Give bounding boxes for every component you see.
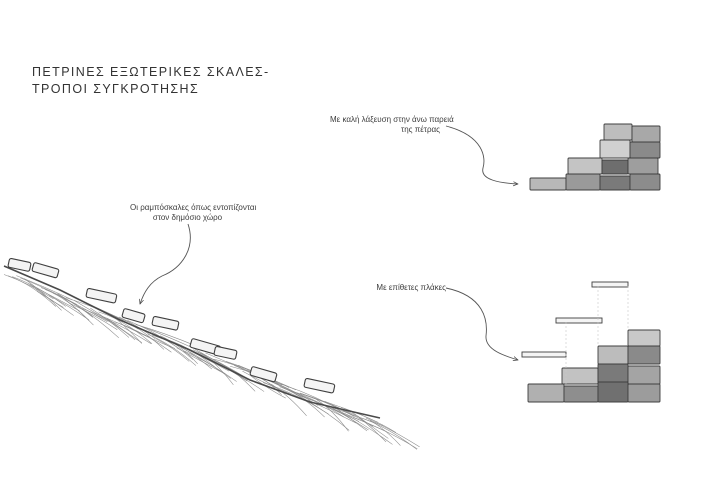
annotation-line: της πέτρας (401, 125, 440, 134)
stone-block (529, 177, 567, 191)
stone-block (603, 123, 633, 141)
annotation-line: στον δημόσιο χώρο (152, 213, 223, 222)
stone-block (597, 345, 629, 365)
ramp-ground-line (3, 265, 381, 419)
stone-block (627, 365, 661, 385)
stone-block (627, 345, 661, 365)
stone-block (527, 383, 565, 403)
hatch-stroke (36, 290, 74, 316)
overlaid-slab (591, 281, 629, 288)
stone-block (567, 157, 603, 175)
ramp-stairs-drawing (3, 257, 420, 450)
hatch-stroke (16, 275, 73, 301)
hatch-stroke (28, 283, 64, 308)
hatch-stroke (73, 299, 115, 324)
stone-block (565, 173, 601, 191)
stone-block (597, 381, 629, 403)
ramp-slab (7, 257, 32, 272)
hatch-stroke (160, 335, 198, 364)
hatch-stroke (291, 390, 345, 418)
hatch-stroke (353, 417, 418, 450)
annotation-dressed-top-face: Με καλή λάξευση στην άνω παρειά της πέτρ… (330, 115, 454, 135)
hatch-stroke (24, 278, 62, 311)
ramp-slab (151, 315, 180, 331)
hatch-stroke (201, 352, 234, 386)
page-title: ΠΕΤΡΙΝΕΣ ΕΞΩΤΕΡΙΚΕΣ ΣΚΑΛΕΣ- ΤΡΟΠΟΙ ΣΥΓΚΡ… (32, 64, 270, 98)
annotation-line: Με επίθετες πλάκες (376, 283, 446, 292)
stone-block (601, 159, 629, 175)
hatch-stroke (20, 277, 78, 306)
hatch-stroke (345, 413, 393, 445)
stone-block (563, 385, 599, 403)
stone-block (629, 141, 661, 159)
overlaid-slab (555, 317, 603, 324)
hatch-stroke (106, 317, 142, 343)
hatch-stroke (69, 303, 118, 330)
hatch-stroke (114, 321, 172, 353)
stone-block (599, 139, 631, 159)
hatch-stroke (316, 399, 349, 432)
annotation-overlaid-slabs: Με επίθετες πλάκες (366, 283, 446, 293)
annotation-line: Με καλή λάξευση στην άνω παρειά (330, 115, 454, 124)
hatch-stroke (361, 417, 418, 450)
arrow-bottom-right (445, 287, 518, 360)
ramp-slab (31, 262, 60, 279)
stone-block (627, 329, 661, 347)
stone-block (627, 157, 659, 175)
ramp-slab (85, 287, 118, 304)
hatch-stroke (369, 420, 401, 446)
hatch-stroke (77, 305, 119, 339)
hatch-stroke (8, 275, 57, 307)
hatch-stroke (102, 316, 152, 344)
hatch-stroke (94, 314, 136, 341)
arrow-top-right (445, 125, 518, 184)
ramp-stone-slabs (7, 257, 336, 394)
slab-stair-drawing (521, 281, 661, 403)
title-line-2: ΤΡΟΠΟΙ ΣΥΓΚΡΟΤΗΣΗΣ (32, 82, 200, 96)
ramp-slab (249, 366, 278, 383)
annotation-line: Οι ραμπόσκαλες όπως εντοπίζονται (130, 203, 257, 212)
hatch-stroke (341, 407, 397, 433)
hatch-stroke (180, 347, 231, 379)
stone-block (561, 367, 599, 385)
ramp-slab (121, 308, 146, 324)
annotation-ramp-stairs: Οι ραμπόσκαλες όπως εντοπίζονται στον δη… (130, 203, 257, 223)
stone-block (631, 125, 661, 143)
title-line-1: ΠΕΤΡΙΝΕΣ ΕΞΩΤΕΡΙΚΕΣ ΣΚΑΛΕΣ- (32, 65, 270, 79)
hatch-stroke (357, 415, 389, 439)
hatch-stroke (32, 285, 80, 312)
hatch-stroke (271, 383, 307, 416)
hatch-stroke (98, 311, 153, 344)
hatch-stroke (123, 324, 175, 349)
arrow-left (140, 223, 191, 304)
hatch-stroke (250, 375, 286, 399)
dressed-stone-stair-drawing (529, 123, 661, 191)
overlaid-slab (521, 351, 567, 358)
hatch-stroke (184, 351, 237, 382)
hatch-stroke (365, 417, 420, 448)
stone-block (627, 383, 661, 403)
hatch-stroke (61, 296, 94, 326)
hatch-stroke (336, 408, 368, 432)
stone-block (597, 363, 629, 383)
hatch-stroke (53, 292, 108, 322)
ramp-slab (303, 377, 336, 394)
hatch-stroke (3, 274, 54, 300)
hatch-stroke (12, 276, 66, 307)
ramp-slab (213, 345, 238, 360)
ramp-hatching (3, 274, 420, 450)
stone-block (629, 173, 661, 191)
hatch-stroke (147, 333, 197, 366)
stone-block (599, 175, 631, 191)
hatch-stroke (155, 338, 190, 362)
